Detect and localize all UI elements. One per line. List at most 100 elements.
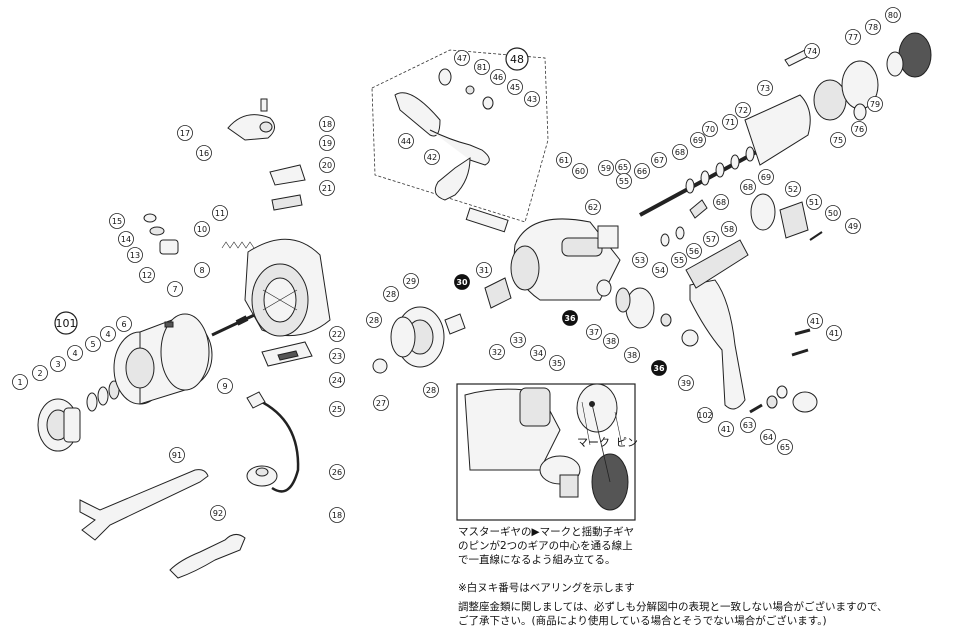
- callout-24: 24: [329, 372, 345, 388]
- callout-30: 30: [454, 274, 470, 290]
- callout-14: 14: [118, 231, 134, 247]
- callout-layer: 8078777473797675727170696867666968655559…: [12, 7, 901, 523]
- callout-44: 44: [398, 133, 414, 149]
- callout-number: 27: [376, 399, 386, 408]
- callout-number: 28: [369, 316, 379, 325]
- callout-number: 41: [721, 425, 731, 434]
- callout-number: 64: [763, 433, 773, 442]
- callout-9: 9: [217, 378, 233, 394]
- callout-circle: [690, 132, 706, 148]
- callout-circle: [804, 43, 820, 59]
- callout-number: 13: [130, 251, 140, 260]
- callout-number: 55: [619, 177, 629, 186]
- inset-label-mark: マーク: [577, 436, 610, 449]
- callout-circle: [489, 344, 505, 360]
- callout-circle: [702, 121, 718, 137]
- handle-box: [371, 49, 549, 223]
- callout-number: 71: [725, 118, 735, 127]
- callout-number: 46: [493, 73, 503, 82]
- callout-70: 70: [702, 121, 718, 137]
- callout-60: 60: [572, 163, 588, 179]
- oscillation-slider: [750, 193, 823, 241]
- callout-41: 41: [807, 313, 823, 329]
- callout-number: 45: [510, 83, 520, 92]
- callout-80: 80: [885, 7, 901, 23]
- callout-38: 38: [603, 333, 619, 349]
- callout-68: 68: [672, 144, 688, 160]
- callout-circle: [562, 310, 578, 326]
- callout-circle: [721, 221, 737, 237]
- callout-number: 25: [332, 405, 342, 414]
- callout-circle: [686, 243, 702, 259]
- callout-circle: [758, 169, 774, 185]
- callout-28: 28: [366, 312, 382, 328]
- callout-number: 43: [527, 95, 537, 104]
- callout-61: 61: [556, 152, 572, 168]
- callout-number: 69: [693, 136, 703, 145]
- callout-62: 62: [585, 199, 601, 215]
- callout-circle: [194, 262, 210, 278]
- callout-number: 22: [332, 330, 342, 339]
- callout-circle: [530, 345, 546, 361]
- callout-number: 55: [674, 256, 684, 265]
- callout-number: 36: [564, 314, 576, 323]
- callout-circle: [851, 121, 867, 137]
- callout-circle: [845, 218, 861, 234]
- callout-circle: [652, 262, 668, 278]
- spool: [113, 313, 213, 405]
- callout-48: 48: [505, 47, 529, 71]
- pinion-gear: [444, 277, 512, 335]
- callout-number: 59: [601, 164, 611, 173]
- callout-17: 17: [177, 125, 193, 141]
- callout-32: 32: [489, 344, 505, 360]
- callout-circle: [634, 163, 650, 179]
- callout-53: 53: [632, 252, 648, 268]
- callout-circle: [510, 332, 526, 348]
- callout-45: 45: [507, 79, 523, 95]
- callout-number: 66: [637, 167, 647, 176]
- callout-29: 29: [403, 273, 419, 289]
- callout-circle: [196, 145, 212, 161]
- callout-circle: [210, 505, 226, 521]
- callout-number: 4: [72, 349, 77, 358]
- callout-number: 16: [199, 149, 209, 158]
- callout-number: 42: [427, 153, 437, 162]
- callout-15: 15: [109, 213, 125, 229]
- callout-circle: [398, 133, 414, 149]
- callout-circle: [329, 464, 345, 480]
- callout-number: 48: [510, 53, 524, 66]
- callout-number: 6: [121, 320, 126, 329]
- callout-circle: [329, 326, 345, 342]
- callout-number: 36: [653, 364, 665, 373]
- callout-circle: [373, 395, 389, 411]
- callout-26: 26: [329, 464, 345, 480]
- callout-number: 4: [105, 330, 110, 339]
- callout-circle: [585, 199, 601, 215]
- callout-69: 69: [690, 132, 706, 148]
- callout-number: 41: [810, 317, 820, 326]
- callout-number: 60: [575, 167, 585, 176]
- callout-circle: [806, 194, 822, 210]
- callout-number: 14: [121, 235, 131, 244]
- spool-drag-knob: [37, 398, 81, 452]
- callout-circle: [826, 325, 842, 341]
- callout-74: 74: [804, 43, 820, 59]
- callout-36: 36: [651, 360, 667, 376]
- handle: [394, 68, 509, 233]
- callout-10: 10: [194, 221, 210, 237]
- bail-arm-top: [227, 98, 275, 141]
- callout-41: 41: [718, 421, 734, 437]
- callout-circle: [490, 69, 506, 85]
- callout-circle: [319, 157, 335, 173]
- callout-31: 31: [476, 262, 492, 278]
- callout-number: 21: [322, 184, 332, 193]
- callout-36: 36: [562, 310, 578, 326]
- callout-number: 68: [675, 148, 685, 157]
- inset-illustration: [456, 383, 636, 521]
- callout-number: 102: [697, 411, 712, 420]
- callout-77: 77: [845, 29, 861, 45]
- callout-circle: [177, 125, 193, 141]
- callout-circle: [169, 447, 185, 463]
- callout-55: 55: [616, 173, 632, 189]
- callout-number: 80: [888, 11, 898, 20]
